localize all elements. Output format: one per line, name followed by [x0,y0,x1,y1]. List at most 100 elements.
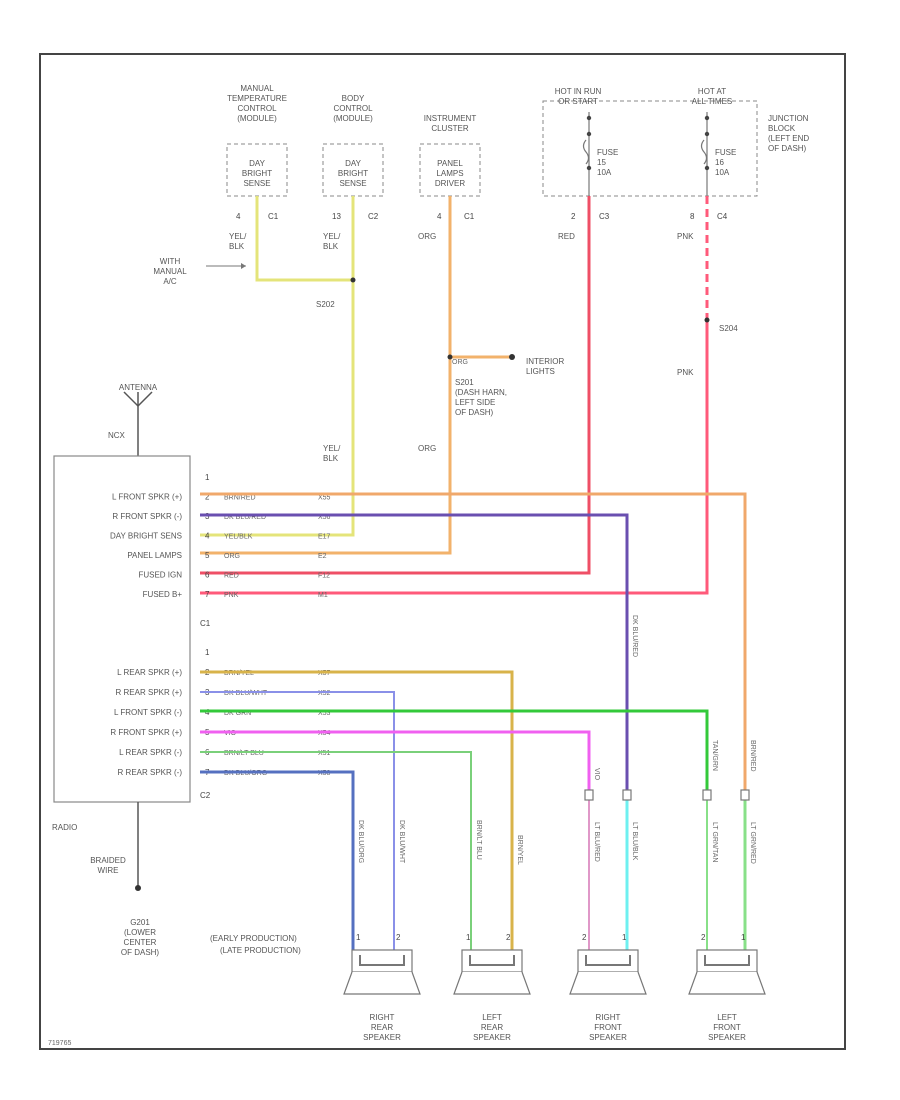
wire-vio [200,730,591,790]
footer-code: 719765 [48,1040,71,1047]
fuse-b-conn: C4 [717,212,728,221]
wire-brnred [200,492,747,790]
wire-yel1 [255,196,353,282]
hot-at-all-times-1: ALL TIMES [692,97,732,106]
mtc-conn: C1 [268,212,279,221]
ic-wire: ORG [418,232,436,241]
c1-code-6: F12 [318,573,330,580]
c1-label-7: FUSED B+ [143,590,183,599]
c2-wire-6: BRN/LT BLU [224,750,264,757]
wire-brnyel [200,670,514,950]
wire-dkgrn [200,709,709,790]
c2-label-5: R FRONT SPKR (+) [110,728,182,737]
with-manual-ac-0: WITH [160,257,181,266]
vlabel-vio: VIO [593,768,600,781]
radio-c2: C2 [200,791,211,800]
s201-wire-down: ORG [418,444,436,453]
c1-wire-7: PNK [224,592,239,599]
ground-dot [135,885,141,891]
mtc-label-2: CONTROL [237,104,277,113]
speaker-base [343,971,421,995]
mtc-wire-1: BLK [229,242,245,251]
radio-label: RADIO [52,823,77,832]
splice-s204-dot [704,317,710,323]
c2-code-4: X53 [318,710,331,717]
vlabel-lr-right: BRN/YEL [516,835,523,865]
speaker-base [453,971,531,995]
c2-label-2: L REAR SPKR (+) [117,668,182,677]
antenna: ANTENNA NCX [108,383,158,456]
s202-wire-1: BLK [323,454,339,463]
vlabel-rr-left: DK BLU/ORG [357,820,364,863]
vlabel-lf-right: LT GRN/RED [749,822,756,864]
manual-temp-control-module: MANUAL TEMPERATURE CONTROL (MODULE) DAY … [226,84,288,197]
c1-label-2: L FRONT SPKR (+) [112,493,182,502]
c1-code-3: X56 [318,514,331,521]
body-control-module: BODY CONTROL (MODULE) DAY BRIGHT SENSE [322,94,384,197]
c1-wire-3: DK BLU/RED [224,514,266,521]
c1-pin-5: 5 [205,551,210,560]
splice-s202: S202 [316,300,335,309]
production-note-1: (LATE PRODUCTION) [220,946,301,955]
c2-code-6: X51 [318,750,331,757]
mtc-sensor-1: BRIGHT [242,169,272,178]
s201-wire: ORG [452,359,468,366]
with-manual-ac-2: A/C [163,277,177,286]
hot-in-run-0: HOT IN RUN [555,87,602,96]
speaker-cone [585,955,631,966]
wires-top [200,196,709,595]
instrument-cluster: INSTRUMENT CLUSTER PANEL LAMPS DRIVER [419,114,481,197]
speaker-name-0: RIGHT [370,1013,395,1022]
c2-wire-4: DK GRN [224,710,251,717]
mtc-sensor-2: SENSE [243,179,270,188]
speaker-pin-a: 1 [466,933,471,942]
fuse-b-0: FUSE [715,148,736,157]
junction-block-2: (LEFT END [768,134,809,143]
ground-note-3: OF DASH) [121,948,160,957]
fuse-b-1: 16 [715,158,724,167]
bcm-wire-1: BLK [323,242,339,251]
c2-pin-1: 1 [205,648,210,657]
fuse-b-2: 10A [715,168,730,177]
vlabel-lr-left: BRN/LT BLU [475,820,482,860]
diagram-frame [39,53,846,1050]
fuse-b-wire: PNK [677,232,694,241]
c2-label-3: R REAR SPKR (+) [116,688,183,697]
ic-sensor-2: DRIVER [435,179,465,188]
vlabel-lf-left: LT GRN/TAN [711,822,718,862]
ic-label-0: INSTRUMENT [424,114,477,123]
vertical-wire-labels: DK BLU/RED TAN/GRN BRN/RED VIO DK BLU/OR… [357,615,756,865]
bcm-label-1: CONTROL [333,104,373,113]
junction-block-box [542,100,758,197]
c2-label-7: R REAR SPKR (-) [118,768,183,777]
speaker-cone [704,955,750,966]
speaker-pin-b: 1 [622,933,627,942]
speaker-pin-b: 2 [506,933,511,942]
bcm-label-2: (MODULE) [333,114,373,123]
speaker-pin-b: 1 [741,933,746,942]
ic-sensor-1: LAMPS [436,169,463,178]
hot-in-run-1: OR START [558,97,598,106]
c1-pin-6: 6 [205,571,210,580]
wire-dkblured [200,513,629,790]
braided-wire-0: BRAIDED [90,856,126,865]
junction-block-3: OF DASH) [768,144,807,153]
bcm-sensor-2: SENSE [339,179,366,188]
mtc-label-1: TEMPERATURE [227,94,287,103]
ground-note-2: CENTER [124,938,157,947]
speaker-cone [359,955,405,966]
wire-red [200,196,591,575]
mtc-label-0: MANUAL [240,84,274,93]
vlabel-rr-right: DK BLU/WHT [398,820,405,864]
hot-at-all-times-0: HOT AT [698,87,726,96]
ground-note-1: (LOWER [124,928,156,937]
speaker-name-0: LEFT [717,1013,737,1022]
c1-code-4: E17 [318,534,331,541]
c1-wire-5: ORG [224,553,240,560]
with-manual-ac-1: MANUAL [153,267,187,276]
antenna-label: ANTENNA [119,383,158,392]
c1-label-3: R FRONT SPKR (-) [112,512,182,521]
mtc-sensor-0: DAY [249,159,266,168]
